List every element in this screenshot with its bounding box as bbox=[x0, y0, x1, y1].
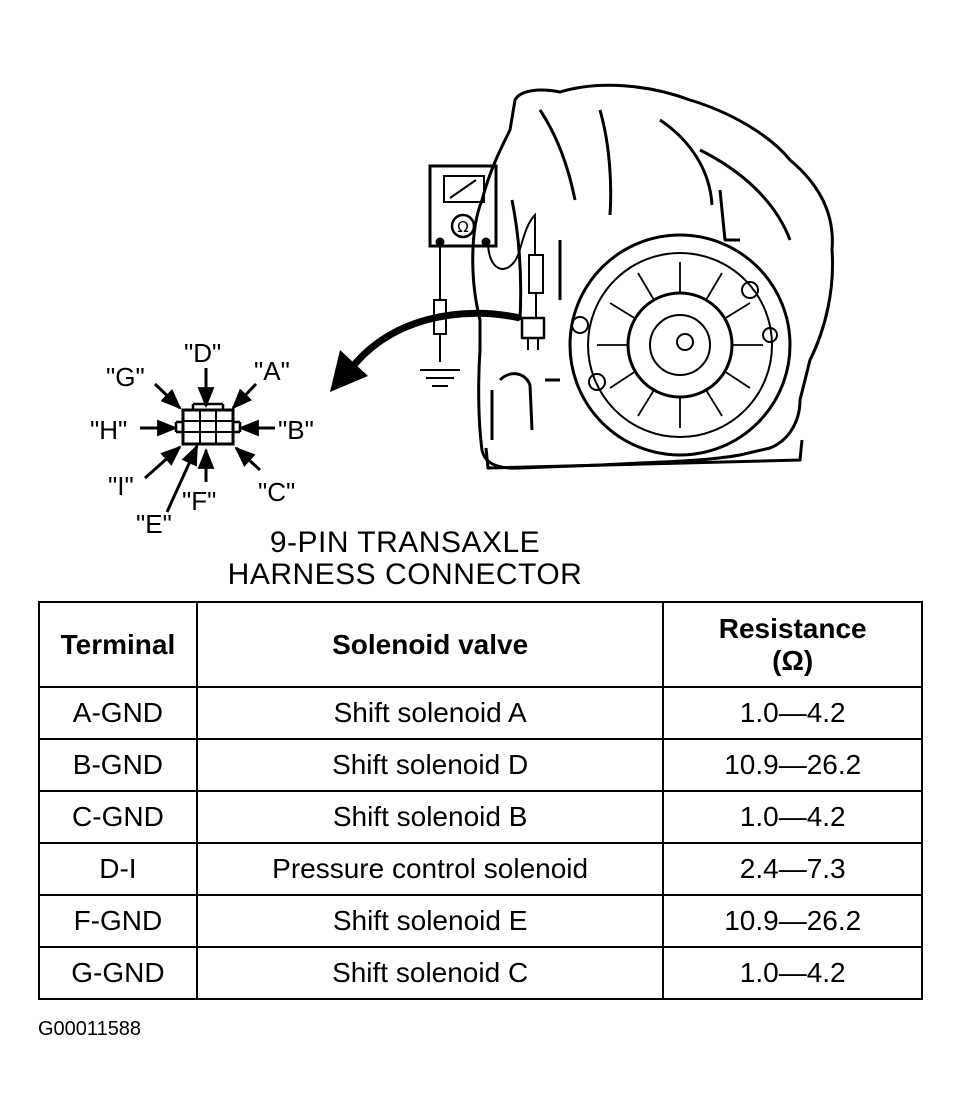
cell-resistance: 10.9—26.2 bbox=[662, 894, 923, 948]
figure-id: G00011588 bbox=[38, 1018, 142, 1040]
pin-label-d: "D" bbox=[184, 338, 222, 368]
pin-label-g: "G" bbox=[106, 362, 145, 392]
header-terminal: Terminal bbox=[38, 601, 198, 688]
table-row: C-GND Shift solenoid B 1.0—4.2 bbox=[38, 790, 923, 844]
cell-terminal: D-I bbox=[38, 842, 198, 896]
connector-caption-line-2: HARNESS CONNECTOR bbox=[227, 558, 583, 591]
header-resistance-unit: (Ω) bbox=[772, 644, 814, 676]
cell-terminal: F-GND bbox=[38, 894, 198, 948]
pin-label-a: "A" bbox=[254, 356, 290, 386]
pin-label-h: "H" bbox=[90, 415, 128, 445]
resistance-table: Terminal Solenoid valve Resistance (Ω) A… bbox=[38, 601, 923, 1000]
cell-resistance: 10.9—26.2 bbox=[662, 738, 923, 792]
header-solenoid-valve: Solenoid valve bbox=[195, 601, 665, 688]
table-row: F-GND Shift solenoid E 10.9—26.2 bbox=[38, 894, 923, 948]
transaxle-drawing bbox=[471, 83, 835, 470]
pin-label-f: "F" bbox=[182, 486, 217, 516]
cell-solenoid: Shift solenoid D bbox=[195, 738, 665, 792]
cell-solenoid: Shift solenoid A bbox=[195, 686, 665, 740]
header-resistance-label: Resistance bbox=[718, 612, 867, 644]
pin-arrows bbox=[140, 368, 275, 513]
table-row: D-I Pressure control solenoid 2.4—7.3 bbox=[38, 842, 923, 896]
illustration: Ω bbox=[140, 83, 835, 513]
table-row: B-GND Shift solenoid D 10.9—26.2 bbox=[38, 738, 923, 792]
table-row: A-GND Shift solenoid A 1.0—4.2 bbox=[38, 686, 923, 740]
ohmmeter: Ω bbox=[420, 164, 544, 387]
svg-text:Ω: Ω bbox=[457, 218, 468, 236]
cell-resistance: 1.0—4.2 bbox=[662, 790, 923, 844]
connector-pointer-arrow bbox=[330, 309, 521, 392]
table-row: G-GND Shift solenoid C 1.0—4.2 bbox=[38, 946, 923, 1000]
cell-terminal: G-GND bbox=[38, 946, 198, 1000]
cell-terminal: C-GND bbox=[38, 790, 198, 844]
table-header-row: Terminal Solenoid valve Resistance (Ω) bbox=[38, 601, 923, 688]
cell-terminal: B-GND bbox=[38, 738, 198, 792]
cell-resistance: 2.4—7.3 bbox=[662, 842, 923, 896]
connector-face bbox=[174, 402, 242, 446]
header-resistance: Resistance (Ω) bbox=[662, 601, 923, 688]
cell-solenoid: Pressure control solenoid bbox=[195, 842, 665, 896]
pin-label-e: "E" bbox=[136, 509, 172, 539]
pin-label-b: "B" bbox=[278, 415, 314, 445]
cell-terminal: A-GND bbox=[38, 686, 198, 740]
pin-label-i: "I" bbox=[108, 471, 134, 501]
connector-caption-line-1: 9-PIN TRANSAXLE bbox=[269, 526, 541, 559]
cell-resistance: 1.0—4.2 bbox=[662, 946, 923, 1000]
cell-resistance: 1.0—4.2 bbox=[662, 686, 923, 740]
cell-solenoid: Shift solenoid B bbox=[195, 790, 665, 844]
cell-solenoid: Shift solenoid C bbox=[195, 946, 665, 1000]
cell-solenoid: Shift solenoid E bbox=[195, 894, 665, 948]
pin-label-c: "C" bbox=[258, 477, 296, 507]
